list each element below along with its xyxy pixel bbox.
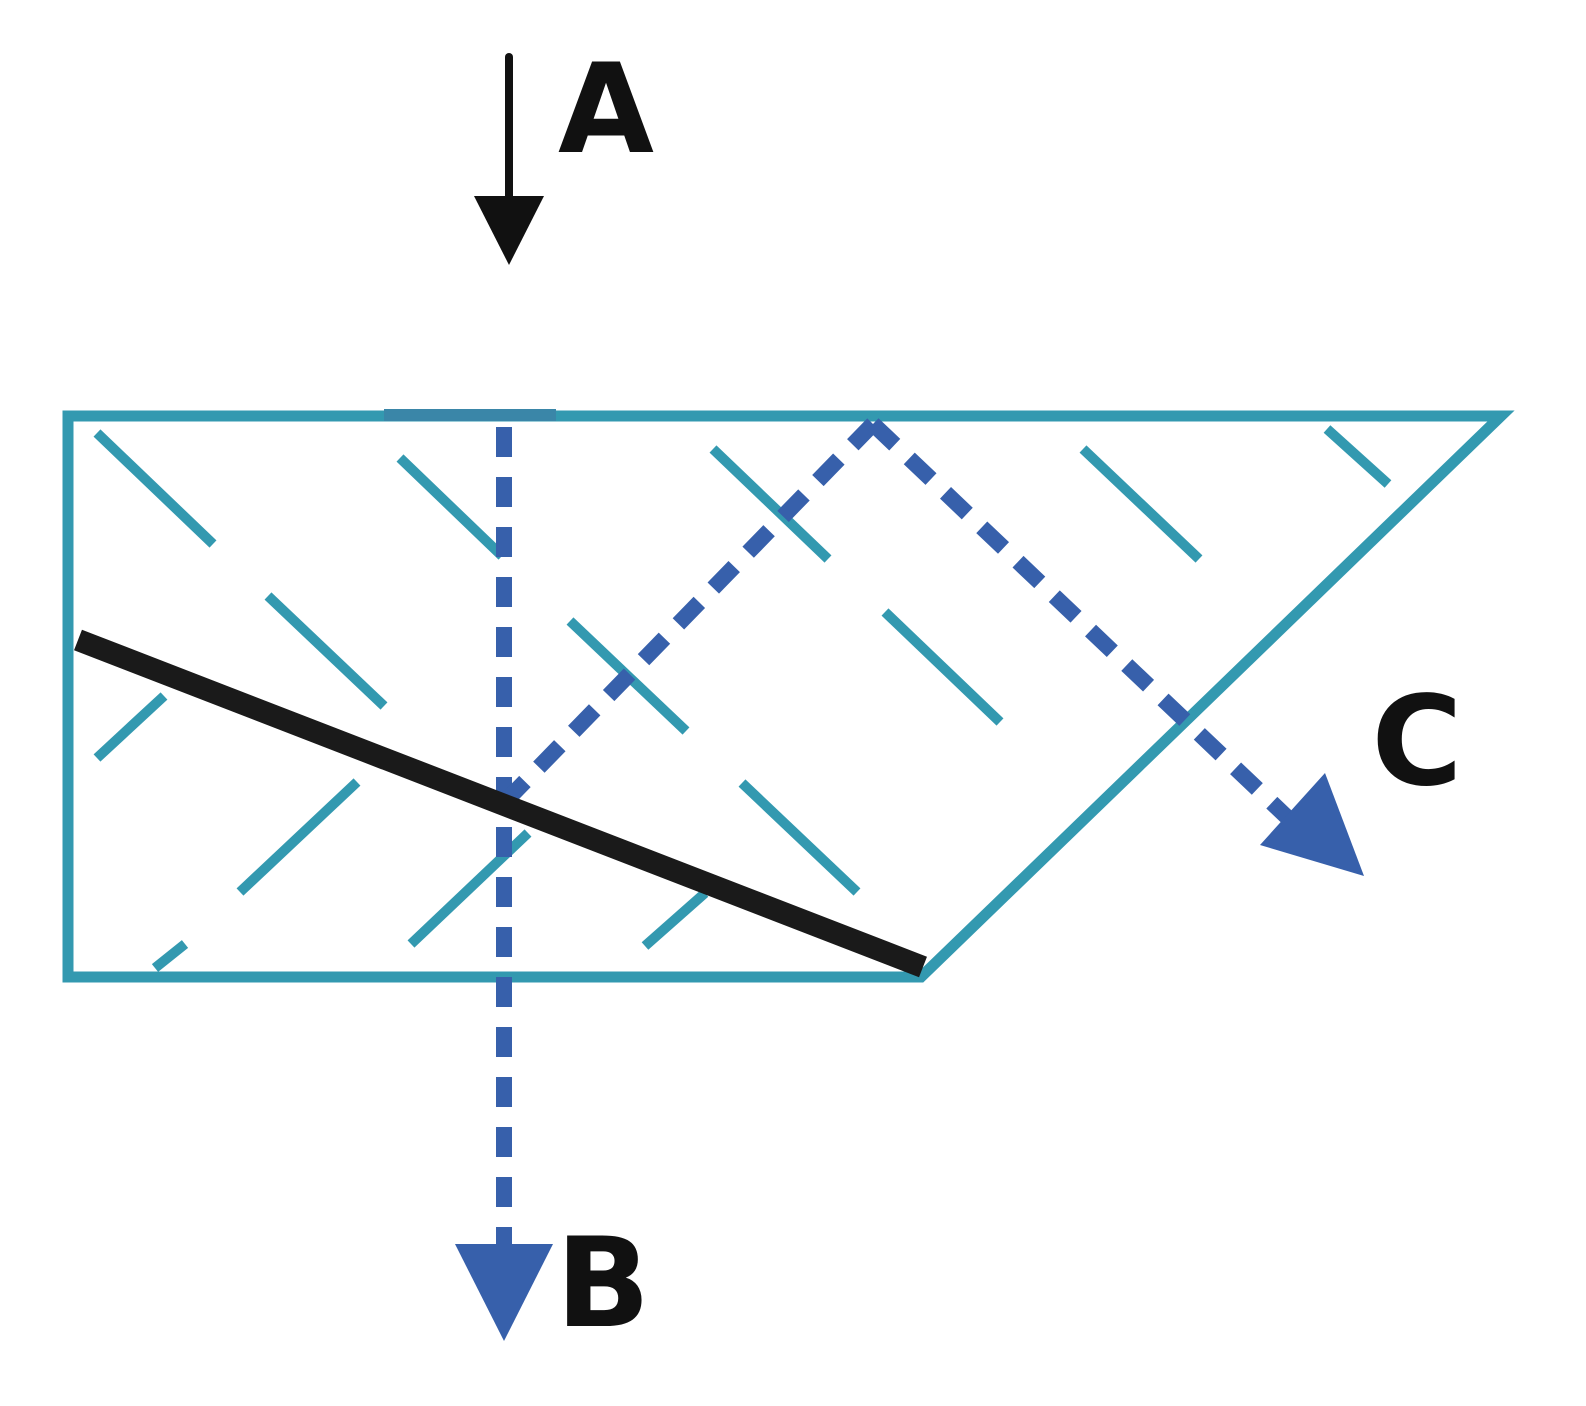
reflected-beam-c (867, 418, 1296, 826)
reflected-beam-up (498, 418, 879, 809)
prism-outline (62, 410, 1515, 983)
prism-hatching (93, 425, 1392, 972)
arrowhead-a-icon (474, 196, 544, 265)
arrowhead-b-icon (455, 1244, 553, 1341)
arrowhead-c-icon (1260, 773, 1364, 876)
label-c: C (1371, 670, 1462, 814)
label-a: A (558, 38, 654, 182)
label-b: B (556, 1212, 651, 1356)
splitter-interface (74, 629, 927, 978)
